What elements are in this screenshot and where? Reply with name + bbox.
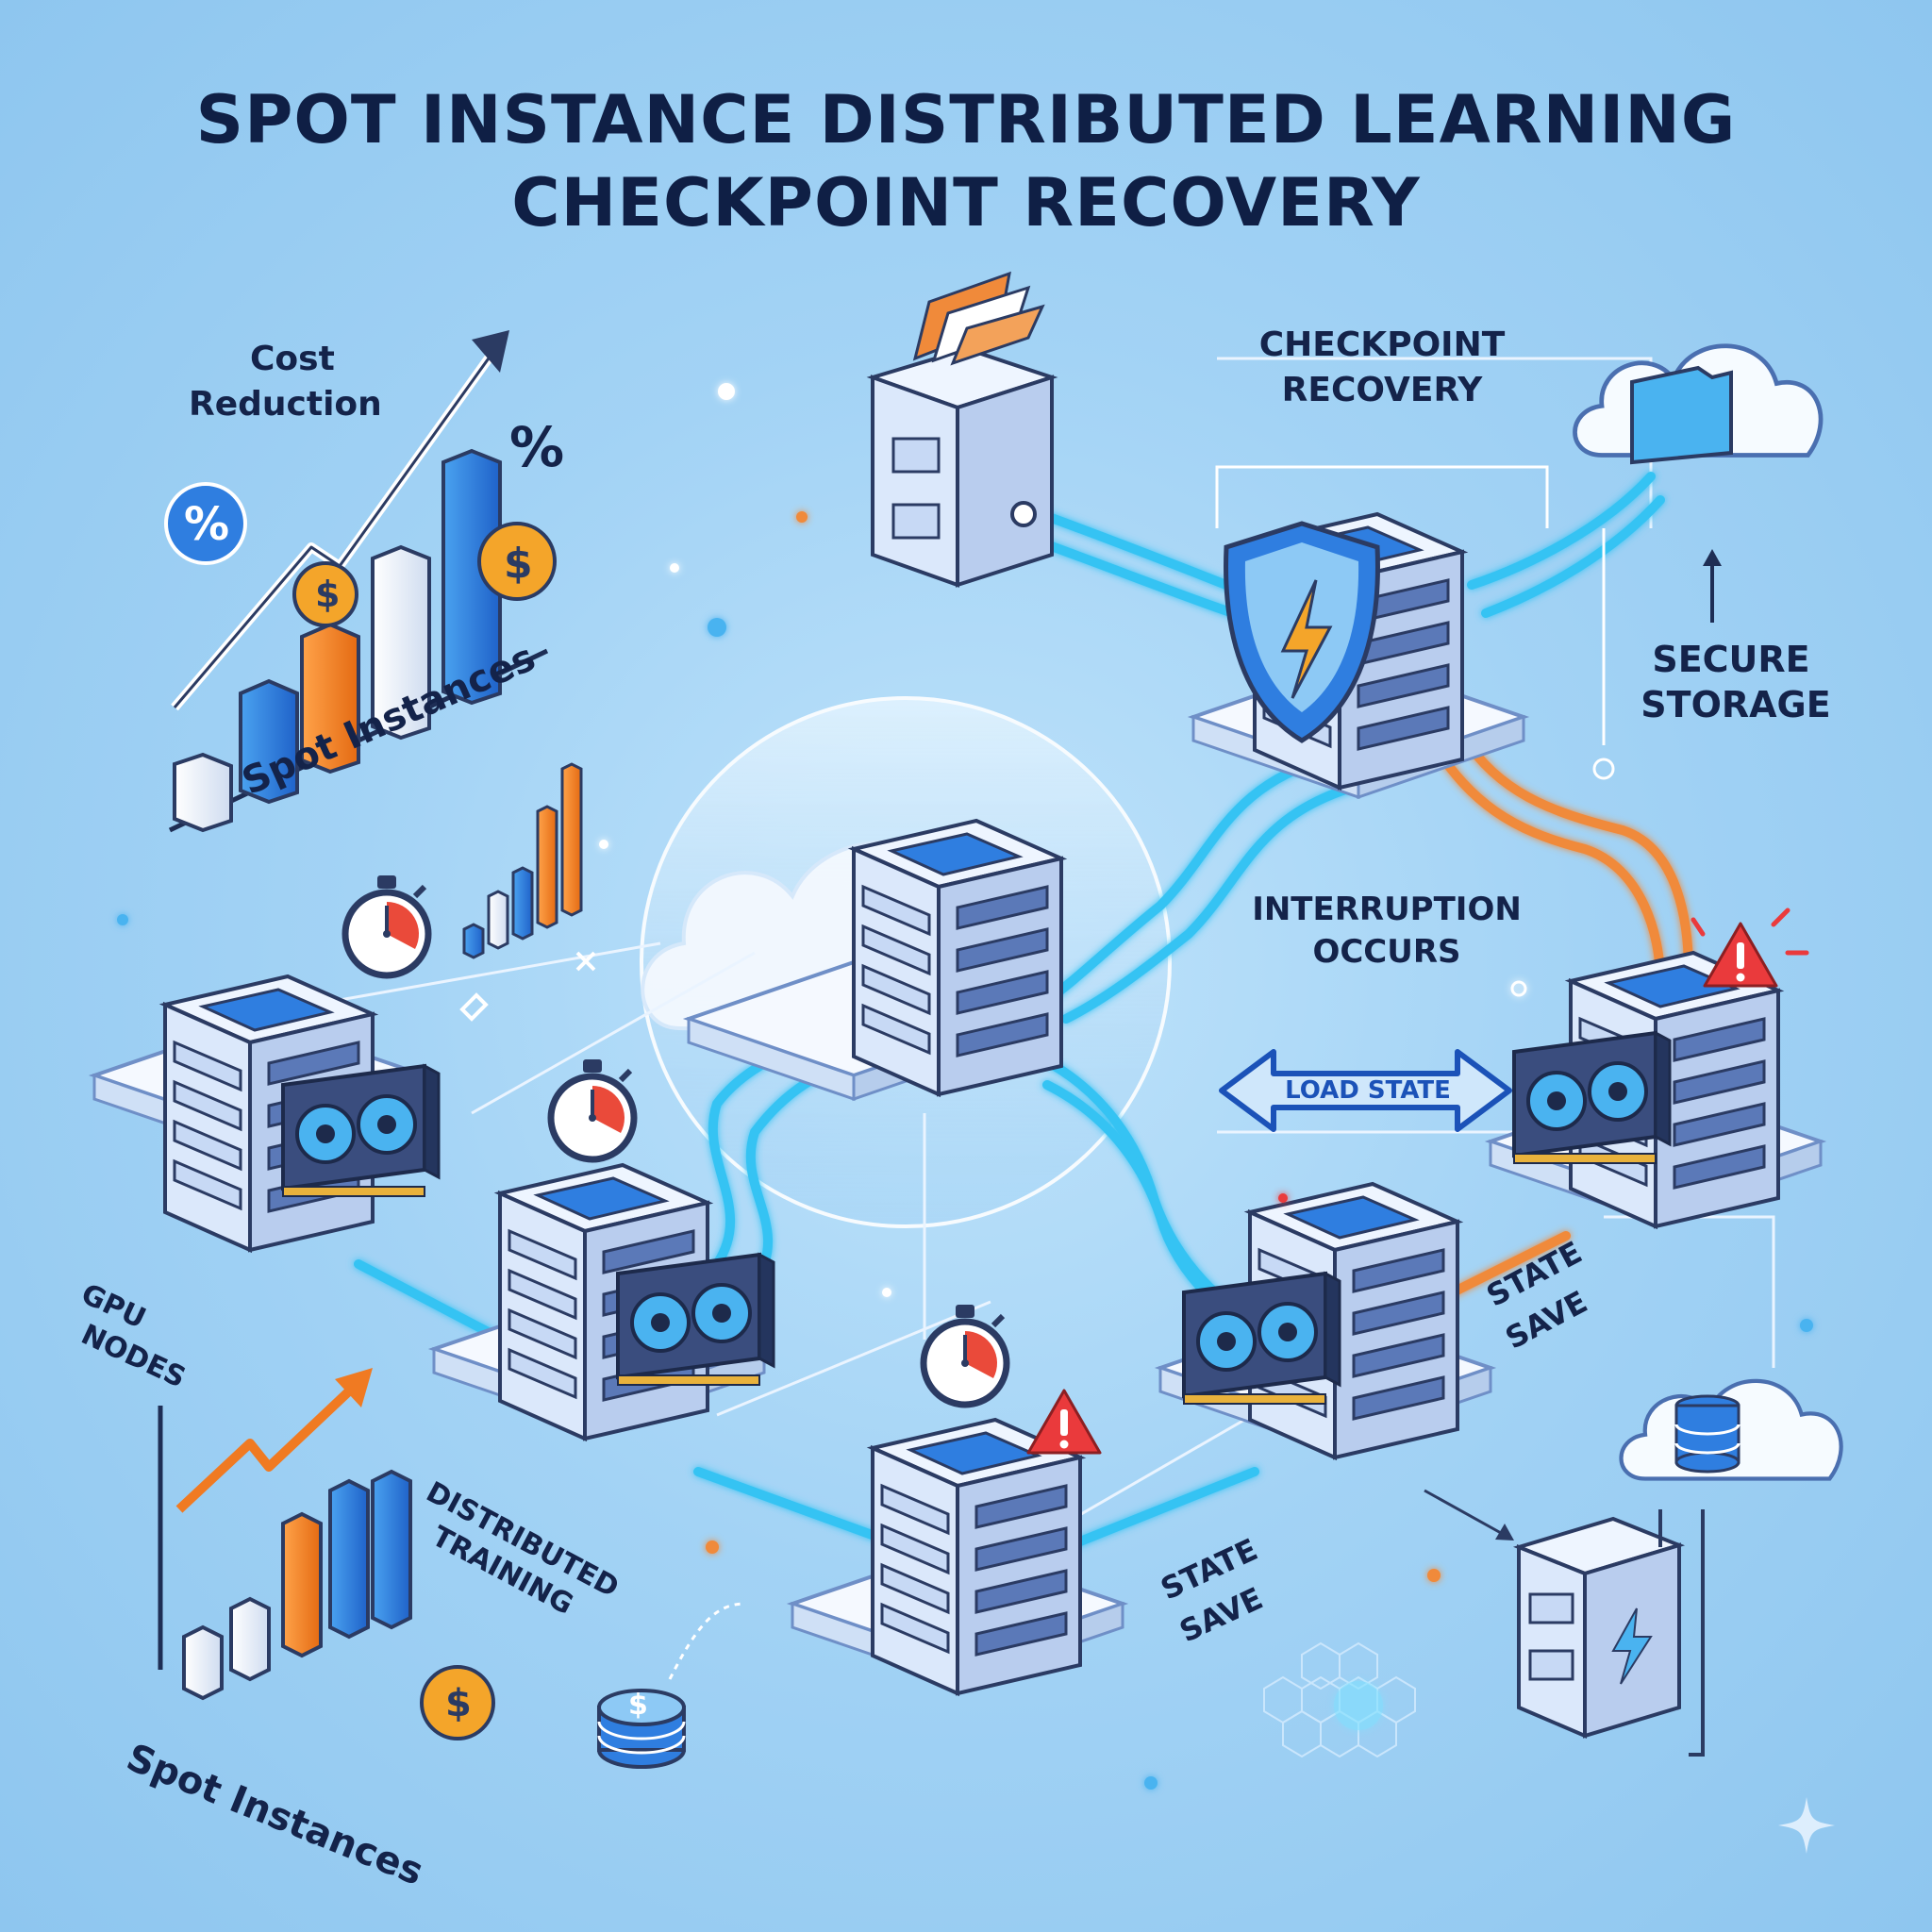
stopwatch-icon-3 [924, 1305, 1007, 1405]
database-cloud-icon [1622, 1381, 1841, 1479]
sparkle-icon [1778, 1797, 1835, 1854]
interruption-line-1: INTERRUPTION [1252, 891, 1522, 928]
storage-cabinet-icon [1512, 1516, 1686, 1740]
load-state-label: LOAD STATE [1285, 1076, 1451, 1105]
folder-icon [912, 271, 1045, 366]
recovery-bracket [1215, 465, 1549, 528]
dollar-text-2: $ [504, 540, 533, 588]
dollar-coin-icon [292, 561, 358, 627]
dollar-text-1: $ [315, 574, 341, 615]
dollar-coin-icon-2 [477, 522, 557, 601]
percent-badge-icon [164, 482, 247, 565]
dollar-text-4: $ [628, 1689, 648, 1722]
gpu-node-center-left [432, 1163, 775, 1441]
dollar-text-3: $ [445, 1682, 472, 1725]
interruption-line-2: OCCURS [1312, 933, 1461, 971]
recovery-server [1191, 512, 1525, 799]
cost-label-line-2: Reduction [189, 385, 382, 424]
stopwatch-icon-2 [551, 1059, 634, 1159]
secure-storage-bottom [1424, 1381, 1841, 1757]
title-line-1: SPOT INSTANCE DISTRIBUTED LEARNING [195, 81, 1737, 158]
spot-instances-chart [158, 1368, 495, 1740]
stopwatch-icon-1 [345, 875, 428, 975]
load-state-arrow[interactable] [1219, 1049, 1512, 1132]
small-bar-chart [462, 762, 583, 959]
cloud-folder-icon [1575, 346, 1822, 465]
percent-badge-text: % [184, 498, 230, 551]
dollar-coin-icon-3 [420, 1665, 495, 1740]
gpu-node-bottom [791, 1389, 1124, 1695]
warning-icon [1026, 1389, 1102, 1455]
secure-storage-line-1: SECURE [1652, 639, 1810, 680]
coin-stack-icon [597, 1689, 686, 1769]
decorative-marks [459, 951, 596, 1022]
checkpoint-recovery-line-1: CHECKPOINT [1258, 325, 1506, 364]
file-cabinet-icon [866, 271, 1058, 588]
gpu-node-left [92, 974, 441, 1252]
gpu-card-icon [281, 1064, 441, 1198]
cost-label-line-1: Cost [250, 340, 335, 378]
checkpoint-recovery-line-2: RECOVERY [1281, 371, 1483, 409]
title-line-2: CHECKPOINT RECOVERY [511, 164, 1421, 242]
decorative-dots [117, 383, 1813, 1790]
shield-icon [1224, 521, 1380, 743]
percent-text: % [509, 415, 565, 479]
cost-reduction-chart [164, 330, 557, 833]
gpu-node-center-right [1158, 1182, 1492, 1459]
secure-storage-line-2: STORAGE [1641, 684, 1831, 725]
warning-icon-2 [1703, 922, 1778, 988]
gpu-node-right [1489, 908, 1823, 1228]
